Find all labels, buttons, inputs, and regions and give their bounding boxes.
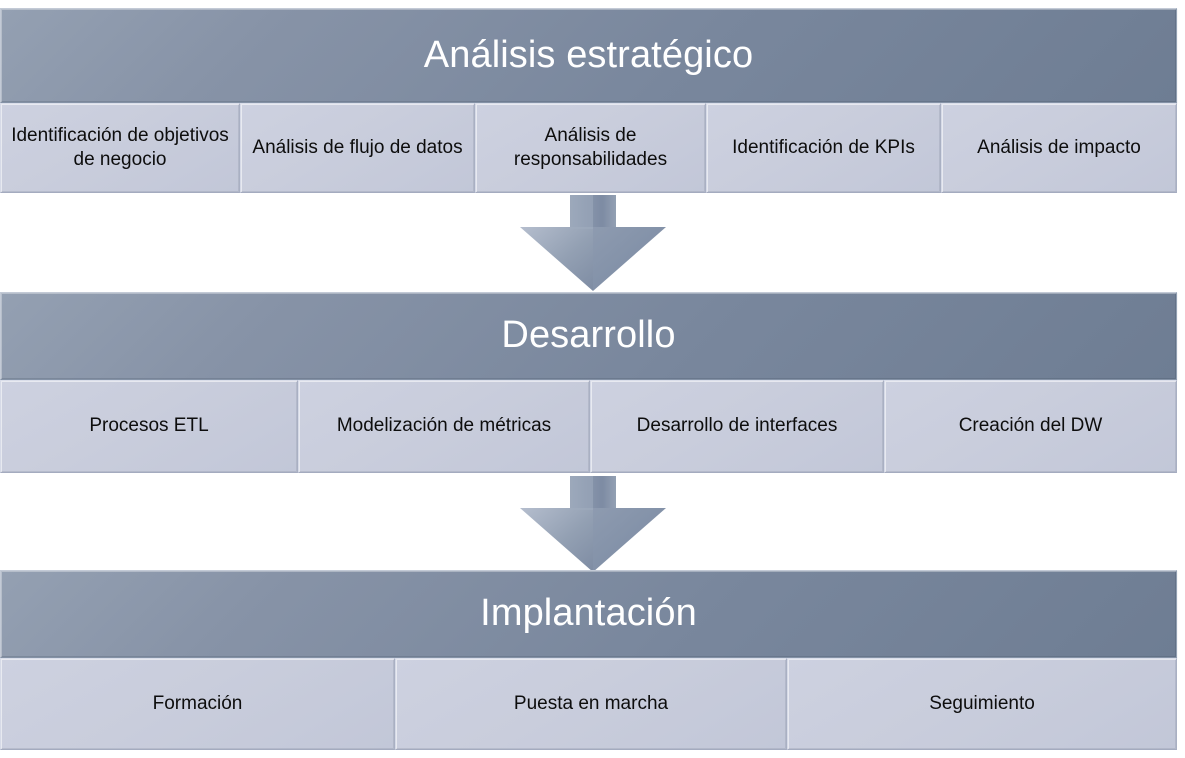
stage-item-label: Análisis de responsabilidades	[513, 124, 668, 170]
stage-desarrollo: Desarrollo Procesos ETL Modelización de …	[0, 292, 1177, 473]
stage-title-implantacion: Implantación	[480, 592, 697, 635]
stage-implantacion: Implantación Formación Puesta en marcha …	[0, 570, 1177, 750]
stage-item-label: Modelización de métricas	[336, 415, 552, 437]
stage-item-label: Desarrollo de interfaces	[636, 415, 838, 437]
arrow-stage1-to-stage2	[520, 195, 666, 291]
stage-item-label: Análisis de impacto	[977, 136, 1141, 158]
stage-items-analisis-estrategico: Identificación de objetivos de negocio A…	[0, 103, 1177, 193]
stage-item-identificacion-objetivos[interactable]: Identificación de objetivos de negocio	[0, 103, 240, 193]
stage-title-analisis-estrategico: Análisis estratégico	[423, 33, 754, 76]
stage-item-formacion[interactable]: Formación	[0, 658, 395, 750]
stage-item-seguimiento[interactable]: Seguimiento	[787, 658, 1177, 750]
stage-item-label: Identificación de objetivos de negocio	[11, 124, 229, 170]
stage-item-label: Análisis de flujo de datos	[252, 136, 463, 158]
stage-item-analisis-flujo-datos[interactable]: Análisis de flujo de datos	[240, 103, 475, 193]
stage-item-desarrollo-interfaces[interactable]: Desarrollo de interfaces	[590, 380, 884, 473]
stage-item-analisis-impacto[interactable]: Análisis de impacto	[941, 103, 1177, 193]
stage-item-puesta-en-marcha[interactable]: Puesta en marcha	[395, 658, 787, 750]
stage-header-desarrollo[interactable]: Desarrollo	[0, 292, 1177, 380]
stage-item-creacion-dw[interactable]: Creación del DW	[884, 380, 1177, 473]
stage-item-label: Creación del DW	[958, 415, 1103, 437]
stage-item-label: Seguimiento	[929, 692, 1035, 714]
stage-item-identificacion-kpis[interactable]: Identificación de KPIs	[706, 103, 941, 193]
stage-item-label: Formación	[152, 692, 243, 714]
stage-header-implantacion[interactable]: Implantación	[0, 570, 1177, 658]
down-arrow-icon	[520, 195, 666, 291]
stage-items-desarrollo: Procesos ETL Modelización de métricas De…	[0, 380, 1177, 473]
stage-item-analisis-responsabilidades[interactable]: Análisis de responsabilidades	[475, 103, 706, 193]
stage-item-label: Identificación de KPIs	[732, 136, 915, 158]
down-arrow-icon	[520, 476, 666, 572]
arrow-stage2-to-stage3	[520, 476, 666, 572]
stage-item-label: Procesos ETL	[89, 415, 209, 437]
stage-title-desarrollo: Desarrollo	[501, 314, 676, 357]
stage-header-analisis-estrategico[interactable]: Análisis estratégico	[0, 8, 1177, 103]
stage-items-implantacion: Formación Puesta en marcha Seguimiento	[0, 658, 1177, 750]
stage-item-label: Puesta en marcha	[513, 692, 669, 714]
stage-item-procesos-etl[interactable]: Procesos ETL	[0, 380, 298, 473]
stage-analisis-estrategico: Análisis estratégico Identificación de o…	[0, 8, 1177, 193]
stage-item-modelizacion-metricas[interactable]: Modelización de métricas	[298, 380, 590, 473]
